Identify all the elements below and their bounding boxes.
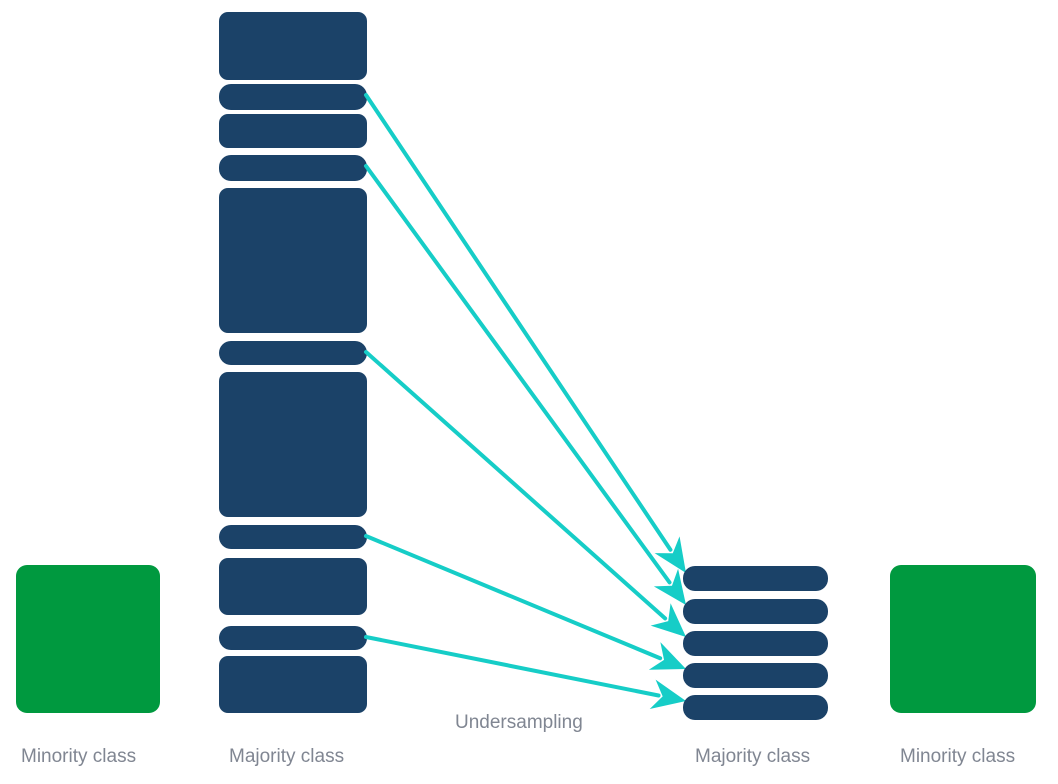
undersampled-majority-bar bbox=[683, 599, 828, 624]
undersampled-majority-bar bbox=[683, 631, 828, 656]
label-right-minority-class: Minority class bbox=[900, 746, 1016, 767]
right-minority-class-block bbox=[890, 565, 1036, 713]
majority-sample-bar bbox=[219, 188, 367, 333]
arrow-head-icon bbox=[653, 568, 686, 605]
label-right-majority-class: Majority class bbox=[695, 746, 811, 767]
undersampled-majority-bar bbox=[683, 695, 828, 720]
label-left-minority-class: Minority class bbox=[21, 746, 137, 767]
majority-sample-bar bbox=[219, 155, 367, 181]
undersampling-arrow bbox=[364, 350, 686, 637]
undersampling-arrow bbox=[364, 635, 686, 710]
majority-sample-bar bbox=[219, 525, 367, 549]
undersampled-majority-bar bbox=[683, 566, 828, 591]
undersampled-majority-bar bbox=[683, 663, 828, 688]
undersampling-arrow bbox=[364, 164, 686, 605]
undersampling-arrow bbox=[364, 534, 686, 670]
majority-sample-bar bbox=[219, 656, 367, 713]
majority-sample-bar bbox=[219, 12, 367, 80]
majority-sample-bar bbox=[219, 84, 367, 110]
majority-sample-bar bbox=[219, 558, 367, 615]
arrow-head-icon bbox=[649, 679, 686, 710]
left-minority-class-block bbox=[16, 565, 160, 713]
arrow-head-icon bbox=[650, 603, 686, 637]
majority-sample-bar bbox=[219, 341, 367, 365]
label-left-majority-class: Majority class bbox=[229, 746, 345, 767]
undersampling-arrow bbox=[364, 93, 686, 573]
majority-sample-bar bbox=[219, 626, 367, 650]
undersampling-process-label: Undersampling bbox=[455, 712, 583, 733]
arrow-head-icon bbox=[654, 536, 686, 573]
arrow-head-icon bbox=[648, 642, 686, 670]
majority-sample-bar bbox=[219, 372, 367, 517]
majority-sample-bar bbox=[219, 114, 367, 148]
